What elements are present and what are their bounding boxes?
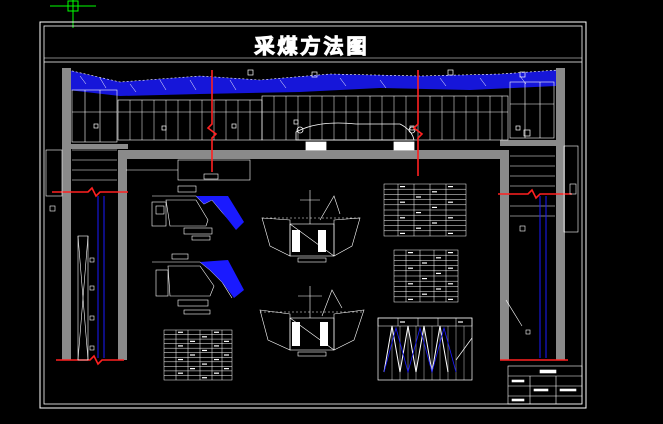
- section-view-lower-hatch: [200, 260, 244, 298]
- roadway-cross-section-2-fill: [292, 322, 328, 346]
- table-3: [163, 329, 233, 381]
- table-1: [383, 183, 467, 237]
- table-2: [393, 249, 459, 303]
- shearer-machine: [295, 122, 416, 151]
- cycle-operation-chart: [377, 317, 473, 381]
- section-view-lower: [152, 253, 233, 315]
- inner-border: [43, 25, 583, 405]
- drawing-title-block: [507, 365, 583, 405]
- left-roadway-detail: [45, 149, 117, 361]
- face-support-columns: [129, 96, 503, 140]
- gob-caved-zone: [67, 69, 559, 96]
- lower-roadway-outline: [126, 159, 251, 181]
- outer-border: [39, 21, 587, 409]
- right-roadway-detail: [505, 145, 579, 335]
- right-roadway-blue-lines: [539, 196, 547, 358]
- drawing-title: 采煤方法图: [255, 34, 370, 58]
- face-markers: [93, 119, 531, 137]
- roadway-cross-section-2: [259, 286, 365, 357]
- main-roadway-beam: [62, 140, 565, 159]
- roadway-pillars: [62, 68, 565, 360]
- section-view-upper-hatch: [196, 196, 244, 230]
- left-roadway-blue-lines: [97, 196, 105, 358]
- roadway-cross-section-1-fill: [292, 230, 326, 252]
- chart-header-table: [377, 317, 473, 327]
- parameter-tables: [163, 183, 473, 381]
- roadway-cross-section-1: [261, 190, 361, 263]
- crosshair-cursor: [50, 0, 96, 28]
- title-band: 采煤方法图: [44, 33, 582, 63]
